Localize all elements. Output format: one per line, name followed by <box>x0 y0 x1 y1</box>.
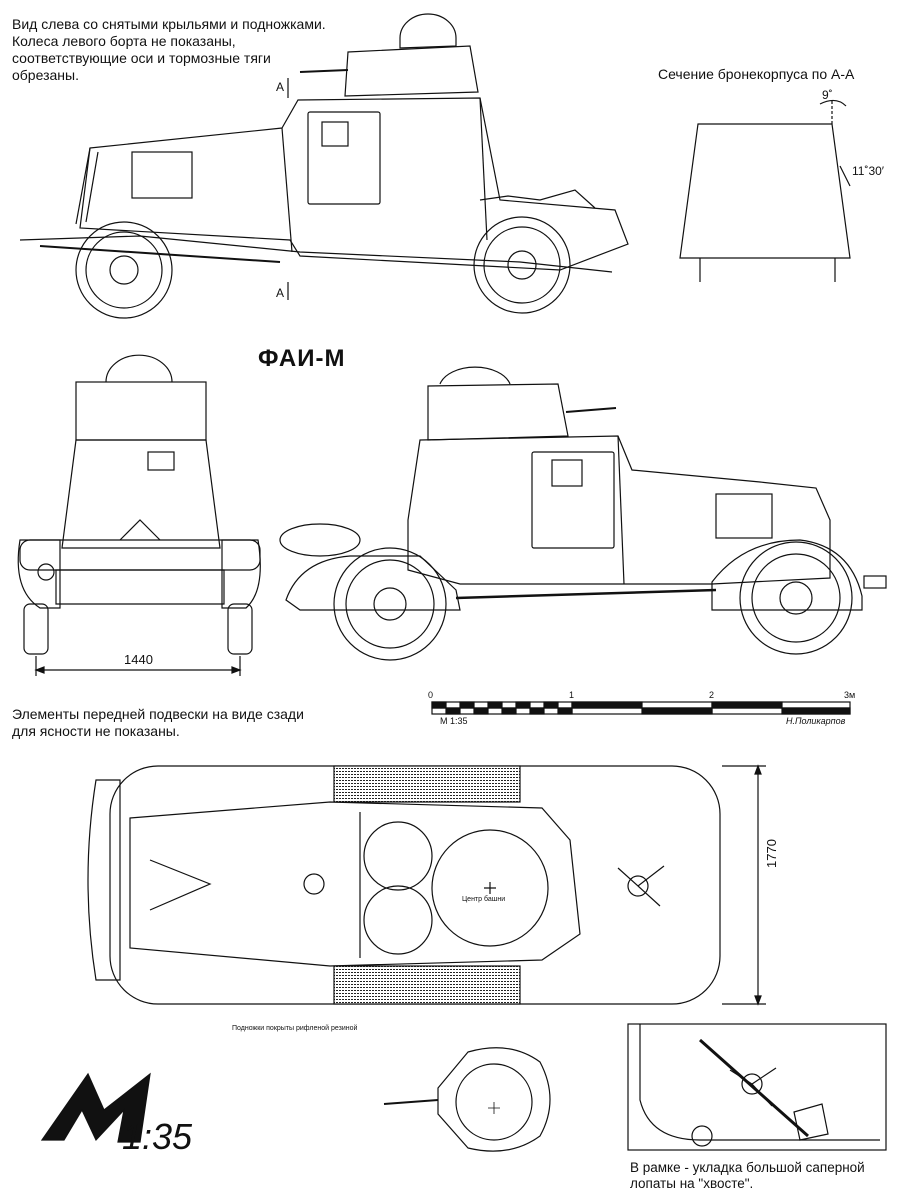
publisher-logo <box>40 1072 151 1143</box>
section-a-a <box>679 99 851 282</box>
top-view <box>87 764 766 1006</box>
scale-tick-2: 2 <box>709 690 715 700</box>
rear-view-note: Элементы передней подвески на виде сзади… <box>12 706 304 740</box>
frame-caption: В рамке - укладка большой саперной лопат… <box>630 1160 865 1192</box>
drawing-title: ФАИ-М <box>258 345 346 372</box>
shovel-frame-inset <box>627 1023 887 1151</box>
scale-tick-1: 1 <box>569 690 575 700</box>
section-mark-top: A <box>276 80 285 94</box>
section-title: Сечение бронекорпуса по А-А <box>658 66 855 82</box>
section-mark-bottom: A <box>276 286 285 300</box>
width-dimension: 1770 <box>764 839 779 868</box>
side-view-note: Вид слева со снятыми крыльями и подножка… <box>12 16 326 84</box>
side-view-left <box>19 13 629 319</box>
logo-scale: 1:35 <box>122 1116 193 1157</box>
running-boards-note: Подножки покрыты рифленой резиной <box>232 1025 358 1032</box>
section-angle-side: 11˚30′ <box>852 164 885 178</box>
turret-center-label: Центр башни <box>462 896 506 903</box>
section-angle-top: 9˚ <box>822 88 833 102</box>
side-view-right <box>279 366 887 661</box>
scale-tick-0: 0 <box>428 690 434 700</box>
track-dimension: 1440 <box>124 652 153 667</box>
scale-ratio: М 1:35 <box>440 716 468 726</box>
turret-top-view <box>383 1047 551 1152</box>
author-signature: Н.Поликарпов <box>786 716 846 726</box>
scale-bar <box>431 701 851 715</box>
rear-view <box>17 354 261 676</box>
scale-tick-3: 3м <box>844 690 856 700</box>
